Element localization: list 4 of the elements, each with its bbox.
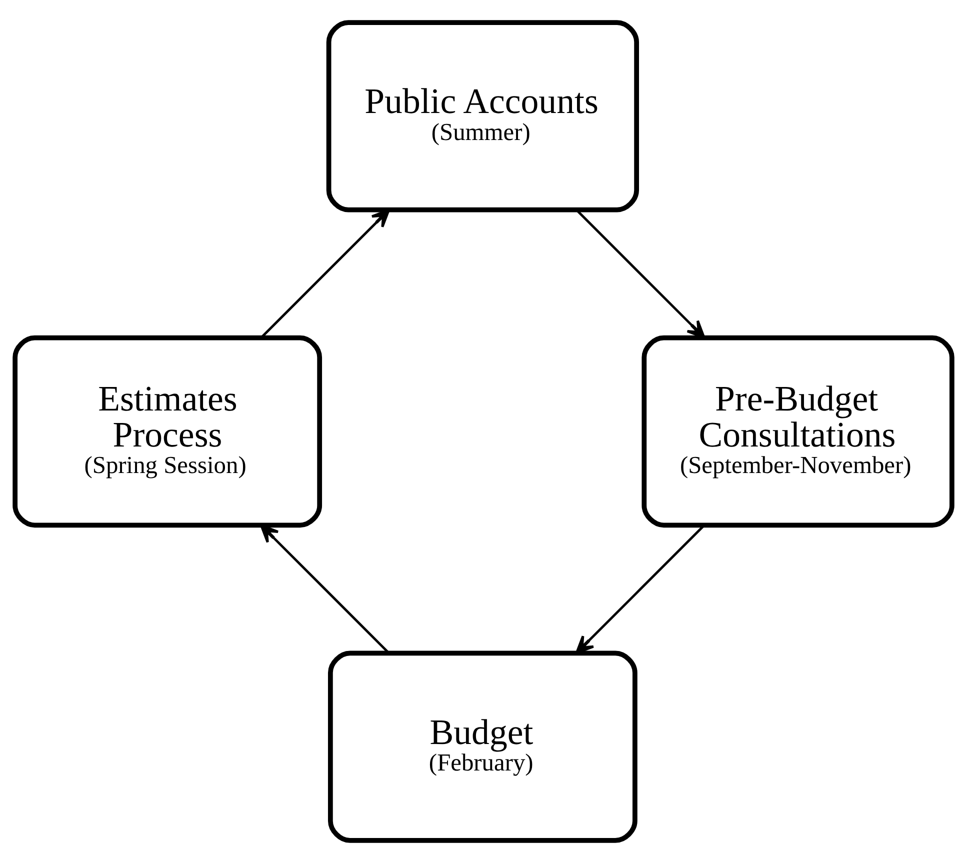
node-box: Pre-Budget Consultations (September-November) <box>642 334 954 528</box>
node-box: Public Accounts (Summer) <box>326 20 640 212</box>
node-box: Estimates Process (Spring Session) <box>12 334 322 528</box>
node-box: Budget (February) <box>328 650 638 842</box>
